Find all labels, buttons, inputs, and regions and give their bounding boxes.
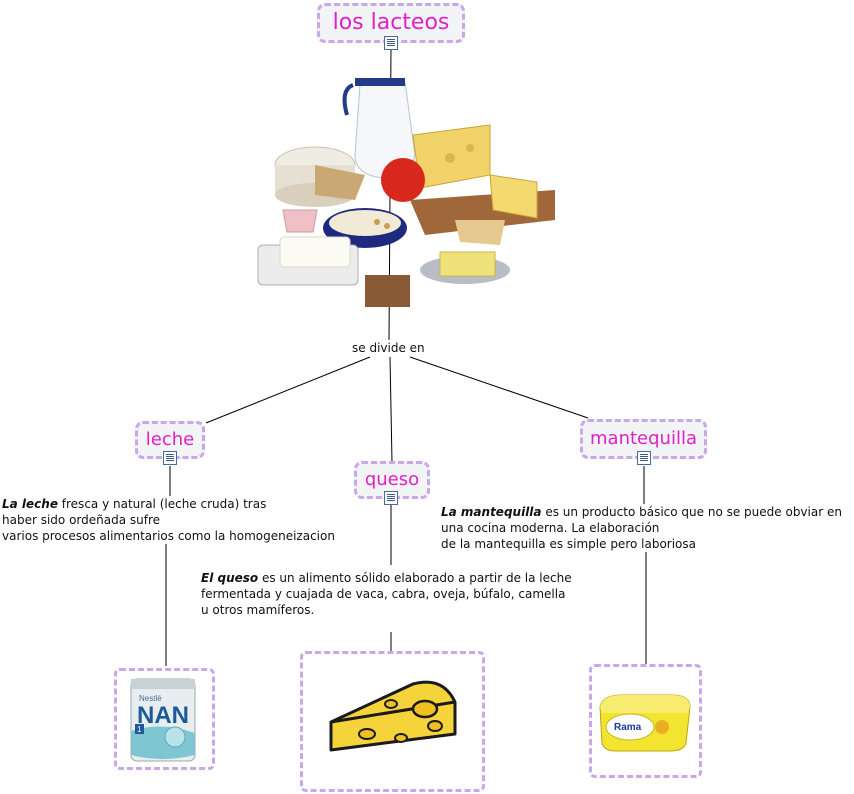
mantequilla-description: La mantequilla es un producto básico que… <box>441 504 853 552</box>
queso-desc-line-3: u otros mamíferos. <box>201 603 315 617</box>
queso-term: El queso <box>201 571 259 585</box>
cheese-wedge-icon <box>329 680 457 752</box>
queso-description: El queso es un alimento sólido elaborado… <box>201 570 591 618</box>
leche-term: La leche <box>2 497 58 511</box>
note-icon[interactable] <box>384 36 398 50</box>
leche-desc-line-2: haber sido ordeñada sufre <box>2 513 161 527</box>
mantequilla-node-label: mantequilla <box>590 428 697 449</box>
formula-can-icon: Nestlé NAN 1 <box>130 678 196 762</box>
mantequilla-desc-line-3: de la mantequilla es simple pero laborio… <box>441 537 697 551</box>
root-node-label: los lacteos <box>332 10 450 35</box>
leche-node-label: leche <box>145 429 195 450</box>
linking-phrase: se divide en <box>350 341 427 355</box>
leche-desc-line-1: fresca y natural (leche cruda) tras <box>57 497 267 511</box>
note-icon[interactable] <box>163 451 177 465</box>
nan-number-text: 1 <box>137 725 142 734</box>
rama-butter-image[interactable]: Rama <box>589 664 702 778</box>
queso-node-label: queso <box>364 469 420 490</box>
rama-brand-text: Rama <box>614 722 642 733</box>
nestle-brand-text: Nestlé <box>139 694 162 703</box>
note-icon[interactable] <box>384 491 398 505</box>
note-icon[interactable] <box>637 451 651 465</box>
leche-desc-line-3: varios procesos alimentarios como la hom… <box>2 529 335 543</box>
dairy-products-illustration <box>257 78 555 307</box>
queso-desc-line-2: fermentada y cuajada de vaca, cabra, ove… <box>201 587 566 601</box>
cheese-image[interactable] <box>300 651 485 792</box>
mantequilla-term: La mantequilla <box>441 505 542 519</box>
root-node[interactable]: los lacteos <box>317 3 465 43</box>
leche-description: La leche fresca y natural (leche cruda) … <box>2 496 342 544</box>
queso-desc-line-1: es un alimento sólido elaborado a partir… <box>258 571 572 585</box>
mantequilla-desc-line-2: una cocina moderna. La elaboración <box>441 521 660 535</box>
nan-product-text: NAN <box>137 702 189 729</box>
butter-tub-icon: Rama <box>599 694 691 752</box>
nan-formula-image[interactable]: Nestlé NAN 1 <box>114 668 215 770</box>
mantequilla-desc-line-1: es un producto básico que no se puede ob… <box>541 505 842 519</box>
